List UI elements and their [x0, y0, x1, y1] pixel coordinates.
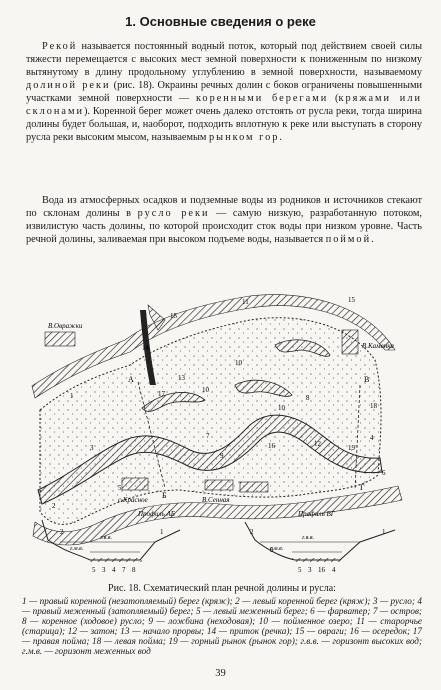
label-n17: 17	[158, 390, 166, 398]
label-n16: 16	[268, 442, 276, 450]
label-a: А	[128, 375, 134, 384]
paragraph2-text-1: Вода из атмосферных осадков и подземные …	[26, 195, 422, 219]
label-n6: 6	[382, 469, 386, 477]
label-ab-3: 3	[102, 566, 106, 574]
label-n5: 5	[118, 484, 122, 492]
old-channel-left	[141, 392, 206, 412]
label-b: Б	[162, 491, 167, 500]
term-riverbed: русло реки	[137, 208, 210, 219]
label-n1: 1	[70, 392, 74, 400]
term-river-valley: долиной реки	[26, 80, 111, 91]
right-root-bank	[31, 294, 396, 399]
paragraph2-text-2: — самую низкую, разработанную потоком, и…	[26, 208, 422, 245]
caption-legend: 1 — правый коренной (незатопляемый) бере…	[22, 596, 422, 656]
term-river: Рекой	[42, 41, 78, 52]
label-ovrazhki: В.Овражки	[48, 322, 83, 330]
profile-line-ab	[137, 381, 166, 489]
label-g: Г	[360, 483, 365, 492]
settlement-sennaya	[204, 479, 234, 491]
label-vg-3: 3	[308, 566, 312, 574]
label-ab-2: 2	[60, 528, 64, 536]
paragraph1-text-5: .	[279, 132, 282, 143]
label-gvv-ab: г.в.в.	[100, 535, 112, 541]
label-vg-4: 4	[332, 566, 336, 574]
label-n15a: 15	[170, 312, 178, 320]
label-n9: 9	[220, 452, 224, 460]
profile-vg-section	[244, 521, 396, 562]
label-vg-16: 16	[318, 566, 326, 574]
label-ab-4: 4	[112, 566, 116, 574]
old-channel-right	[234, 379, 293, 397]
settlement-ovrazhki	[44, 331, 76, 347]
label-ab-7: 7	[122, 566, 126, 574]
label-n10c: 10	[278, 404, 286, 412]
label-n13: 13	[178, 374, 186, 382]
label-vg-9: 9	[270, 546, 274, 554]
settlement-krasnoe	[121, 477, 149, 491]
left-root-bank	[32, 485, 403, 546]
section-heading: 1. Основные сведения о реке	[125, 14, 316, 29]
paragraph1-text-1: называется постоянный водный поток, кото…	[26, 41, 422, 78]
label-kamenka: В.Каменка	[362, 342, 394, 350]
term-floodplain: поймой	[325, 234, 372, 245]
label-n2: 2	[52, 502, 56, 510]
label-n14: 14	[142, 344, 150, 352]
floodplain-area	[39, 317, 382, 525]
label-ab-1: 1	[160, 528, 164, 536]
label-vg-1: 1	[382, 528, 386, 536]
label-sennaya: В.Сенная	[202, 496, 230, 504]
label-n18: 18	[370, 402, 378, 410]
label-gmv-vg: г.м.в.	[270, 546, 283, 552]
figure-caption: Рис. 18. Схематический план речной долин…	[22, 583, 422, 657]
label-krasnoe: с.Красное	[118, 496, 148, 504]
label-n10b: 10	[202, 386, 210, 394]
paragraph2-text-3: .	[371, 234, 374, 245]
label-v: В	[364, 375, 369, 384]
paragraph1-text-2: (рис. 18). Окраины речных долин с боков …	[26, 80, 422, 104]
label-vg-2: 2	[250, 528, 254, 536]
label-vg-5: 5	[298, 566, 302, 574]
label-n12: 12	[314, 440, 322, 448]
term-root-banks: коренными берегами	[195, 93, 329, 104]
river-channel	[37, 414, 383, 505]
label-n8: 8	[306, 394, 310, 402]
label-n10a: 10	[235, 359, 243, 367]
label-n15b: 15	[348, 296, 356, 304]
page-number: 39	[215, 668, 226, 679]
label-n3: 3	[90, 444, 94, 452]
profile-ab-section	[41, 519, 181, 562]
paragraph-riverbed: Вода из атмосферных осадков и подземные …	[26, 194, 422, 246]
tributary	[140, 310, 156, 385]
paragraph1-text-4: ). Коренной берег может очень далеко отс…	[26, 106, 422, 143]
paragraph-river-definition: Рекой называется постоянный водный поток…	[26, 40, 422, 144]
label-n4: 4	[370, 434, 374, 442]
label-profile-ab: Профиль АБ	[137, 510, 175, 518]
label-gmv-ab: г.м.в.	[70, 546, 83, 552]
label-ab-8: 8	[132, 566, 136, 574]
settlement-kamenka	[341, 329, 359, 355]
term-mountain-cape: рынком гор	[209, 132, 280, 143]
river-valley-map: В.Овражки В.Каменка с.Красное В.Сенная П…	[31, 294, 403, 574]
label-ab-5: 5	[92, 566, 96, 574]
ravine-top	[147, 304, 166, 331]
oxbow-lake	[274, 339, 331, 357]
label-n7: 7	[206, 432, 210, 440]
term-ridges: кряжами или склонами	[26, 93, 422, 117]
profile-line-vg	[354, 384, 361, 491]
label-gvv-vg: г.в.в.	[302, 535, 314, 541]
label-n11: 11	[242, 298, 249, 306]
label-profile-vg: Профиль ВГ	[297, 510, 336, 518]
label-n19: 19	[348, 444, 356, 452]
paragraph1-text-3: (	[328, 93, 339, 104]
caption-title: Рис. 18. Схематический план речной долин…	[108, 583, 336, 594]
settlement-east	[239, 481, 269, 493]
